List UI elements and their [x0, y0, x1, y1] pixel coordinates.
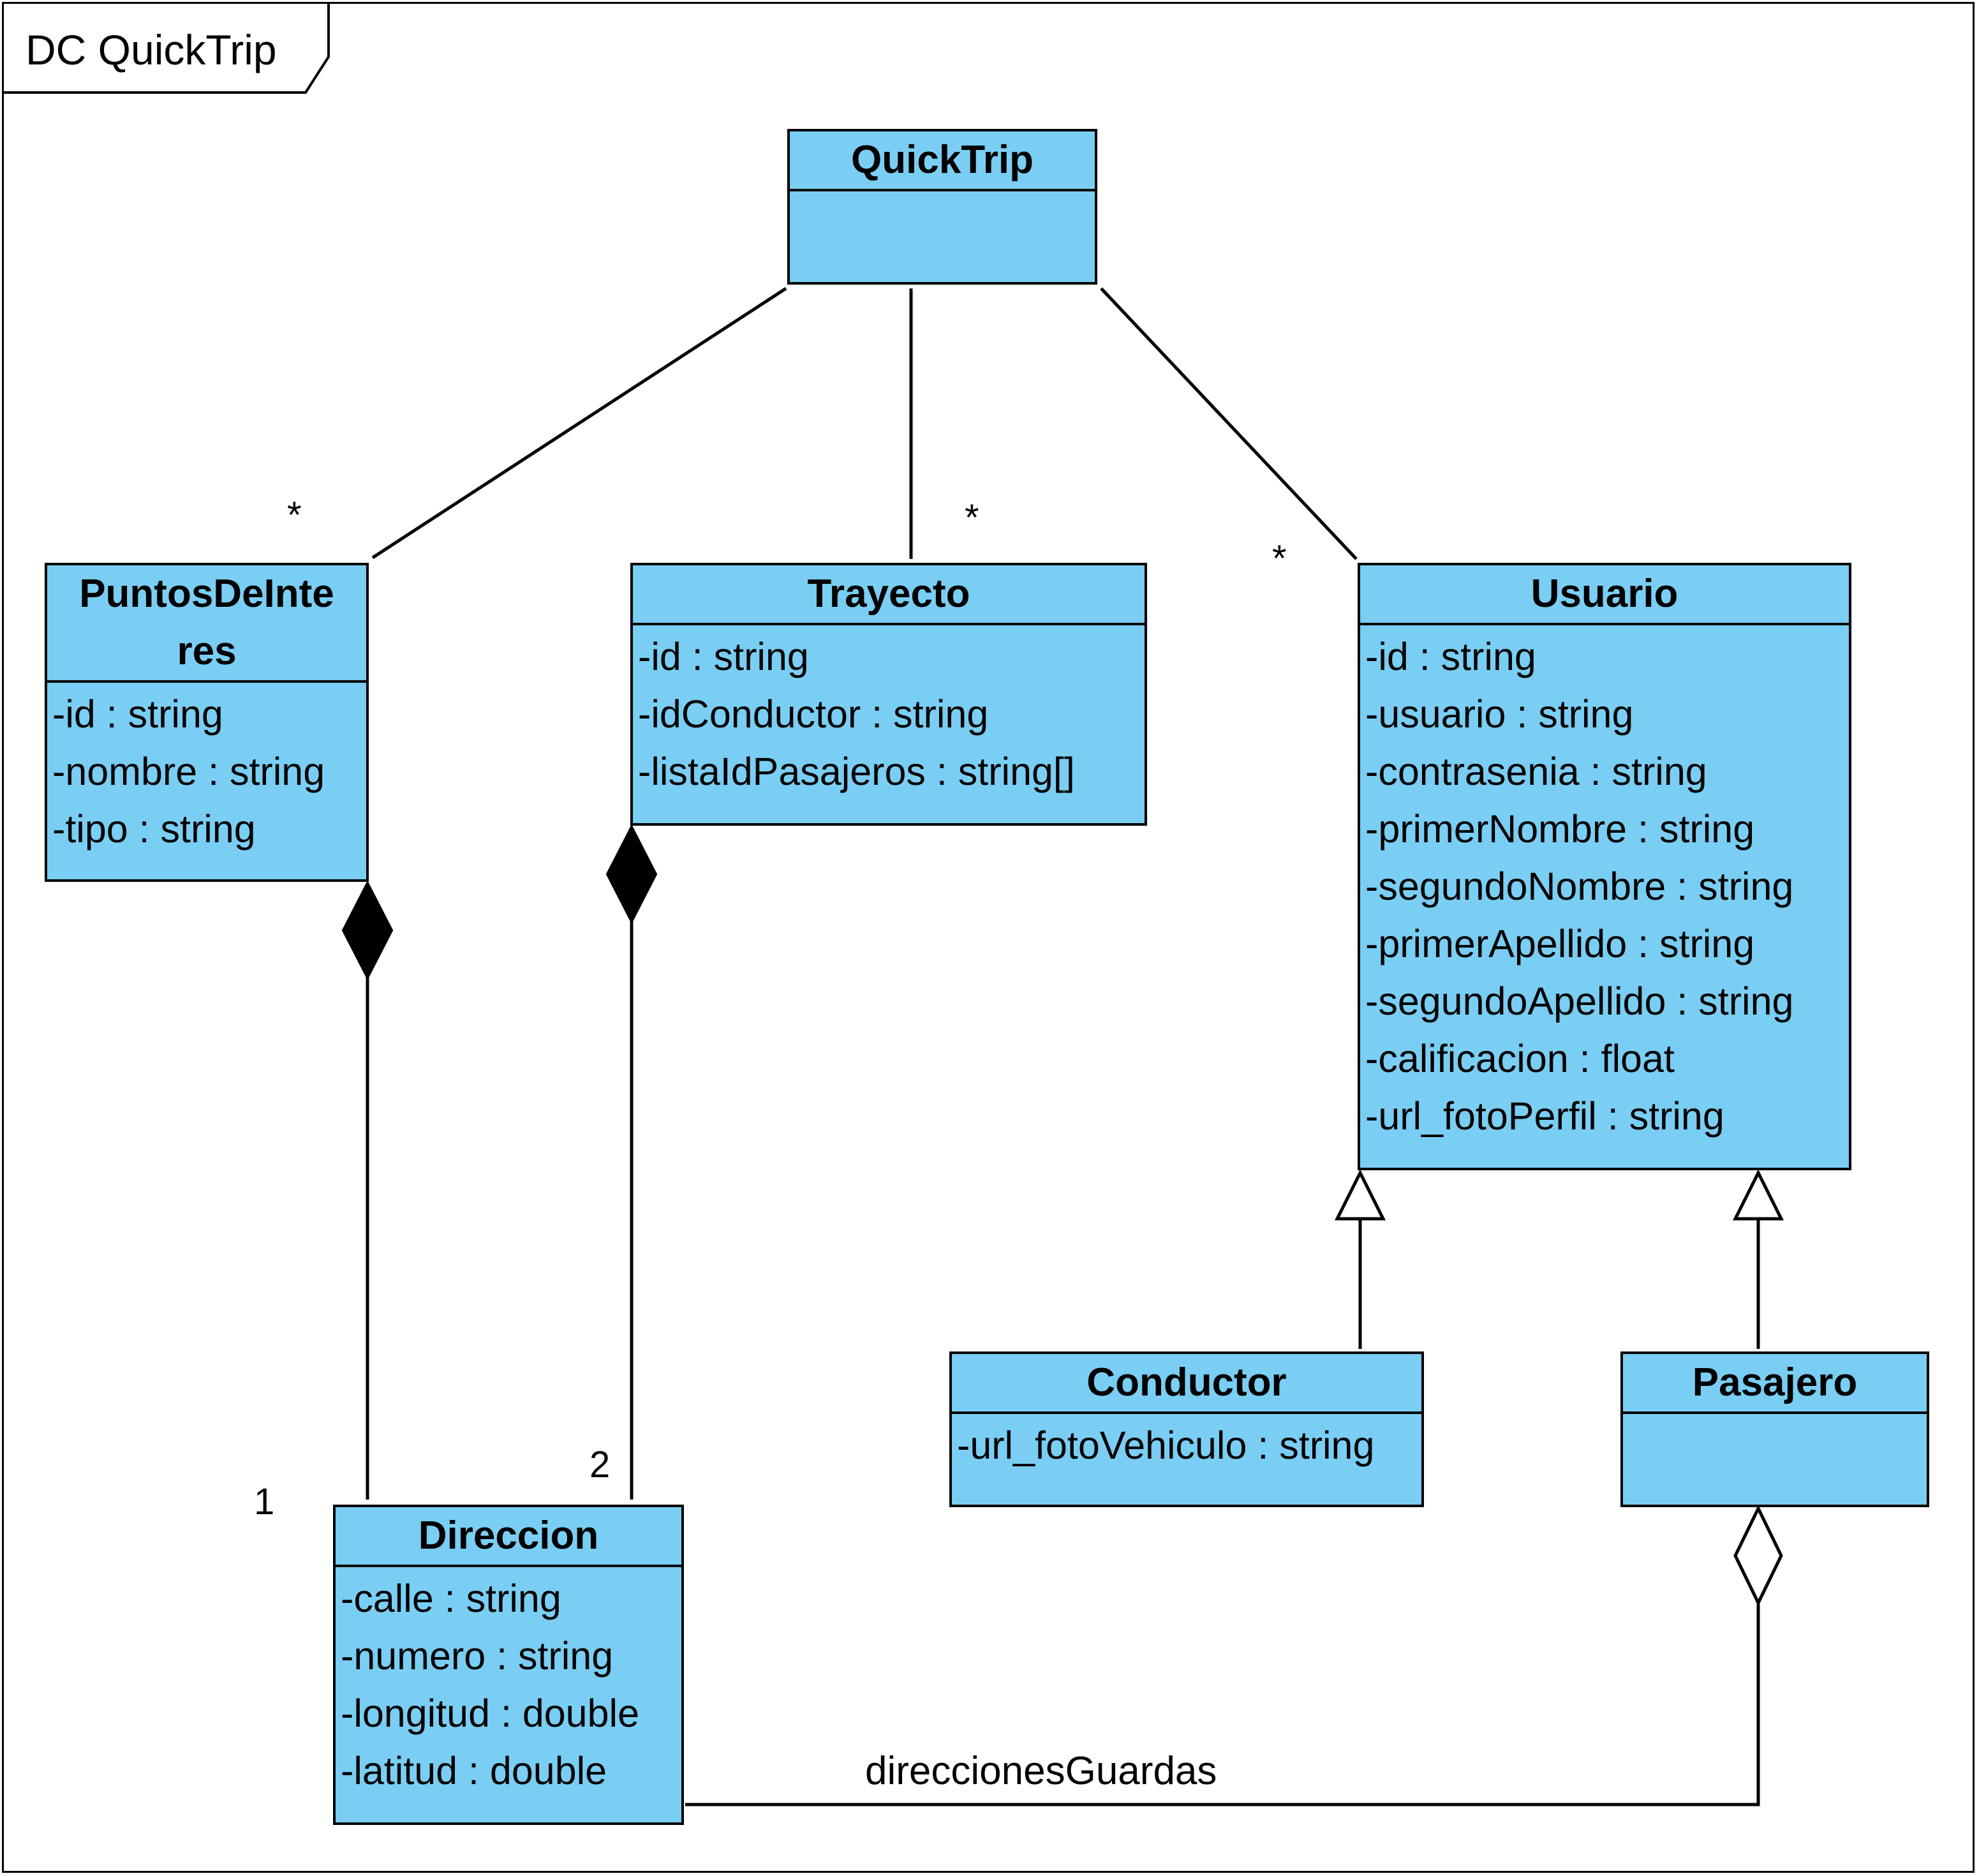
class-trayecto[interactable]: Trayecto -id : string -idConductor : str…	[630, 563, 1147, 826]
attribute: -latitud : double	[341, 1749, 607, 1792]
class-conductor[interactable]: Conductor -url_fotoVehiculo : string	[949, 1351, 1424, 1507]
aggregation-pasajero-direccion-line	[685, 1602, 1760, 1806]
attribute: -longitud : double	[341, 1692, 640, 1735]
class-pasajero[interactable]: Pasajero	[1620, 1351, 1929, 1507]
association-label-direcciones-guardas: direccionesGuardas	[865, 1749, 1217, 1793]
class-quicktrip[interactable]: QuickTrip	[787, 129, 1097, 285]
assoc-quicktrip-usuario	[1100, 287, 1358, 560]
attribute: -calle : string	[341, 1577, 561, 1620]
diagram-title: DC QuickTrip	[26, 26, 277, 73]
class-direccion[interactable]: Direccion -calle : string -numero : stri…	[333, 1505, 684, 1825]
class-name: QuickTrip	[790, 131, 1095, 191]
attribute-list: -calle : string -numero : string -longit…	[336, 1567, 681, 1799]
attribute: -segundoNombre : string	[1365, 865, 1794, 908]
attribute: -id : string	[638, 635, 809, 678]
attribute-list: -id : string -usuario : string -contrase…	[1360, 625, 1849, 1145]
generalization-arrow-pasajero	[1732, 1169, 1784, 1221]
multiplicity-trayecto: *	[965, 497, 979, 539]
attribute: -id : string	[52, 692, 223, 736]
class-name: Direccion	[336, 1507, 681, 1567]
attribute: -calificacion : float	[1365, 1037, 1675, 1080]
attribute: -contrasenia : string	[1365, 750, 1707, 793]
attribute-list: -id : string -idConductor : string -list…	[633, 625, 1145, 800]
generalization-arrow-conductor	[1334, 1169, 1386, 1221]
attribute-list: -url_fotoVehiculo : string	[952, 1414, 1421, 1474]
class-name: Pasajero	[1623, 1354, 1927, 1414]
multiplicity-direccion-trayecto: 2	[589, 1444, 611, 1485]
attribute: -idConductor : string	[638, 692, 989, 736]
aggregation-diamond-pasajero	[1733, 1505, 1783, 1607]
class-name: Usuario	[1360, 565, 1849, 625]
attribute: -primerApellido : string	[1365, 922, 1755, 965]
class-name: PuntosDeInte res	[47, 565, 366, 683]
attribute: -listaIdPasajeros : string[]	[638, 750, 1075, 793]
composition-diamond-puntos	[341, 880, 394, 981]
attribute: -usuario : string	[1365, 692, 1634, 736]
attribute: -numero : string	[341, 1634, 614, 1678]
assoc-quicktrip-puntos	[371, 287, 787, 560]
class-name-line-1: PuntosDeInte	[79, 572, 334, 616]
class-name-line-2: res	[177, 629, 237, 673]
attribute: -nombre : string	[52, 750, 325, 793]
multiplicity-puntos: *	[287, 495, 302, 536]
attribute: -url_fotoPerfil : string	[1365, 1094, 1724, 1138]
attribute-list: -id : string -nombre : string -tipo : st…	[47, 683, 366, 858]
multiplicity-usuario: *	[1272, 538, 1287, 579]
attribute: -url_fotoVehiculo : string	[957, 1424, 1375, 1467]
attribute: -tipo : string	[52, 807, 256, 851]
class-name: Conductor	[952, 1354, 1421, 1414]
frame-title-tab	[2, 2, 330, 94]
composition-diamond-trayecto	[605, 824, 658, 925]
multiplicity-direccion-puntos: 1	[254, 1481, 275, 1522]
class-name: Trayecto	[633, 565, 1145, 625]
attribute: -id : string	[1365, 635, 1536, 678]
class-puntos-de-interes[interactable]: PuntosDeInte res -id : string -nombre : …	[45, 563, 369, 882]
attribute: -primerNombre : string	[1365, 807, 1755, 851]
class-usuario[interactable]: Usuario -id : string -usuario : string -…	[1358, 563, 1851, 1170]
attribute: -segundoApellido : string	[1365, 979, 1794, 1023]
